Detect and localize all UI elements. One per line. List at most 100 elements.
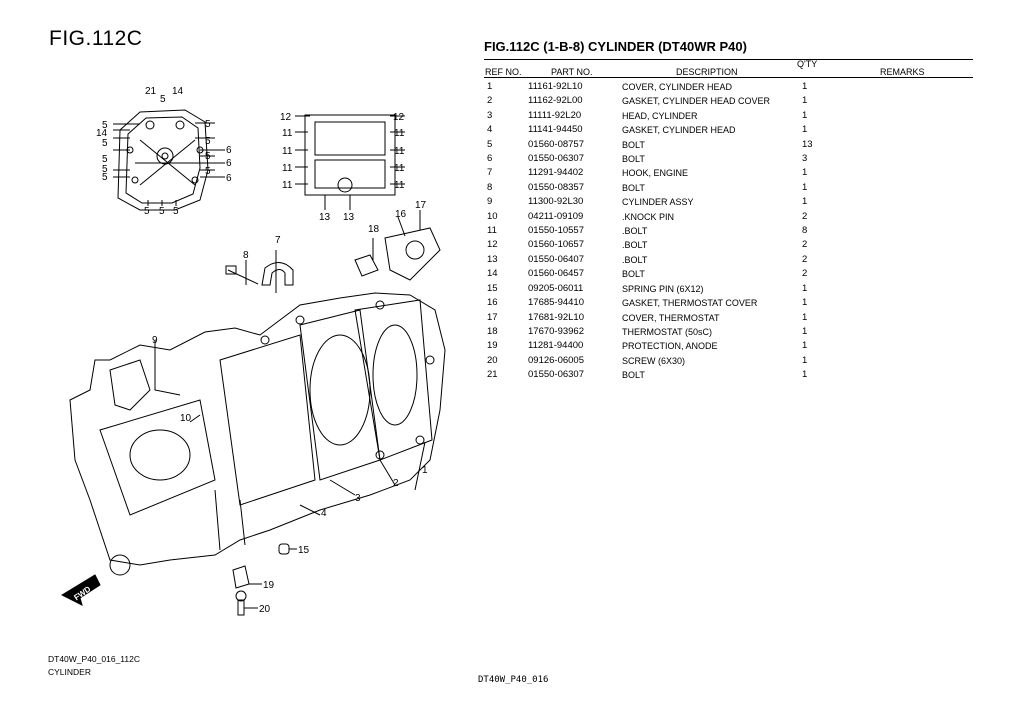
qty-cell: 1 bbox=[802, 354, 808, 366]
ref-cell: 8 bbox=[487, 181, 493, 193]
ref-cell: 13 bbox=[487, 253, 498, 265]
ref-cell: 14 bbox=[487, 268, 498, 280]
sheet-title: FIG.112C (1-B-8) CYLINDER (DT40WR P40) bbox=[484, 39, 747, 54]
description-cell: BOLT bbox=[622, 139, 645, 150]
description-cell: HOOK, ENGINE bbox=[622, 168, 689, 179]
ref-cell: 16 bbox=[487, 297, 498, 309]
qty-cell: 2 bbox=[802, 239, 808, 251]
description-cell: SPRING PIN (6X12) bbox=[622, 283, 704, 294]
qty-cell: 1 bbox=[802, 81, 808, 92]
callout-20: 20 bbox=[259, 604, 271, 615]
ref-cell: 11 bbox=[487, 225, 497, 237]
callout-11: 11 bbox=[282, 180, 293, 191]
callout-8: 8 bbox=[243, 250, 249, 261]
callout-7: 7 bbox=[275, 235, 281, 246]
exploded-parts-diagram: 21 14 5 5 14 5 5 5 5 5 5 6 5 6 5 6 5 5 5… bbox=[60, 86, 446, 616]
callout-11: 11 bbox=[394, 163, 405, 174]
description-cell: COVER, CYLINDER HEAD bbox=[622, 82, 733, 92]
qty-cell: 1 bbox=[802, 124, 808, 136]
callout-5: 5 bbox=[205, 136, 211, 147]
qty-cell: 2 bbox=[802, 268, 808, 280]
callout-11: 11 bbox=[394, 180, 405, 191]
part-no-cell: 11162-92L00 bbox=[528, 95, 583, 107]
qty-cell: 1 bbox=[802, 109, 808, 121]
callout-13: 13 bbox=[319, 212, 331, 223]
ref-cell: 9 bbox=[487, 196, 493, 208]
part-no-cell: 09126-06005 bbox=[528, 354, 584, 366]
thermostat-drawing bbox=[354, 227, 441, 281]
description-cell: COVER, THERMOSTAT bbox=[622, 312, 720, 323]
callout-5: 5 bbox=[205, 166, 211, 177]
part-no-cell: 01550-10557 bbox=[528, 225, 584, 237]
description-cell: BOLT bbox=[622, 182, 645, 193]
callout-17: 17 bbox=[415, 200, 427, 211]
ref-cell: 10 bbox=[487, 210, 498, 222]
part-no-cell: 09205-06011 bbox=[528, 282, 584, 294]
part-no-cell: 11300-92L30 bbox=[528, 196, 584, 208]
callout-5: 5 bbox=[159, 206, 165, 217]
callout-5: 5 bbox=[205, 119, 211, 130]
callout-2: 2 bbox=[393, 478, 399, 489]
engine-hook-drawing bbox=[225, 262, 294, 286]
callout-15: 15 bbox=[298, 545, 310, 556]
callout-18: 18 bbox=[368, 224, 380, 235]
title-rule bbox=[484, 59, 973, 60]
description-cell: .BOLT bbox=[622, 226, 648, 237]
part-no-cell: 11291-94402 bbox=[528, 167, 584, 179]
ref-cell: 20 bbox=[487, 354, 498, 366]
part-no-cell: 01560-08757 bbox=[528, 138, 584, 150]
fwd-arrow bbox=[60, 574, 101, 606]
qty-cell: 1 bbox=[802, 282, 808, 294]
callout-10: 10 bbox=[180, 413, 192, 424]
qty-cell: 1 bbox=[802, 369, 808, 381]
description-cell: .KNOCK PIN bbox=[622, 211, 675, 222]
cylinder-block-drawing bbox=[69, 292, 446, 576]
part-no-cell: 11281-94400 bbox=[528, 340, 584, 352]
part-no-cell: 01550-06307 bbox=[528, 369, 584, 381]
description-cell: CYLINDER ASSY bbox=[622, 197, 694, 208]
description-cell: BOLT bbox=[622, 370, 645, 381]
callout-5: 5 bbox=[102, 120, 108, 131]
cylinder-head-gasket-drawing bbox=[295, 114, 405, 210]
footer-code: DT40W_P40_016_112C bbox=[48, 654, 140, 664]
footer-page-code: DT40W_P40_016 bbox=[478, 675, 549, 685]
part-no-cell: 01560-10657 bbox=[528, 239, 584, 251]
callout-5: 5 bbox=[102, 154, 108, 165]
figure-label: FIG.112C bbox=[49, 27, 143, 50]
callout-5: 5 bbox=[205, 151, 211, 162]
callout-21: 21 bbox=[145, 86, 157, 97]
callout-4: 4 bbox=[321, 508, 327, 519]
part-no-cell: 17685-94410 bbox=[528, 297, 584, 309]
callout-5: 5 bbox=[102, 138, 108, 149]
ref-cell: 18 bbox=[487, 325, 498, 337]
callout-11: 11 bbox=[282, 146, 293, 157]
ref-cell: 1 bbox=[487, 81, 493, 92]
column-header-description: DESCRIPTION bbox=[676, 67, 738, 77]
qty-cell: 13 bbox=[802, 138, 813, 150]
qty-cell: 2 bbox=[802, 253, 808, 265]
description-cell: SCREW (6X30) bbox=[622, 355, 686, 366]
qty-cell: 1 bbox=[802, 95, 808, 107]
ref-cell: 6 bbox=[487, 153, 493, 165]
callout-14: 14 bbox=[172, 86, 184, 97]
part-no-cell: 17681-92L10 bbox=[528, 311, 584, 323]
callout-9: 9 bbox=[152, 335, 158, 346]
leader-lines bbox=[154, 210, 426, 609]
part-no-cell: 01550-08357 bbox=[528, 181, 584, 193]
qty-cell: 1 bbox=[802, 325, 808, 337]
ref-cell: 3 bbox=[487, 109, 493, 121]
footer-name: CYLINDER bbox=[48, 667, 91, 677]
